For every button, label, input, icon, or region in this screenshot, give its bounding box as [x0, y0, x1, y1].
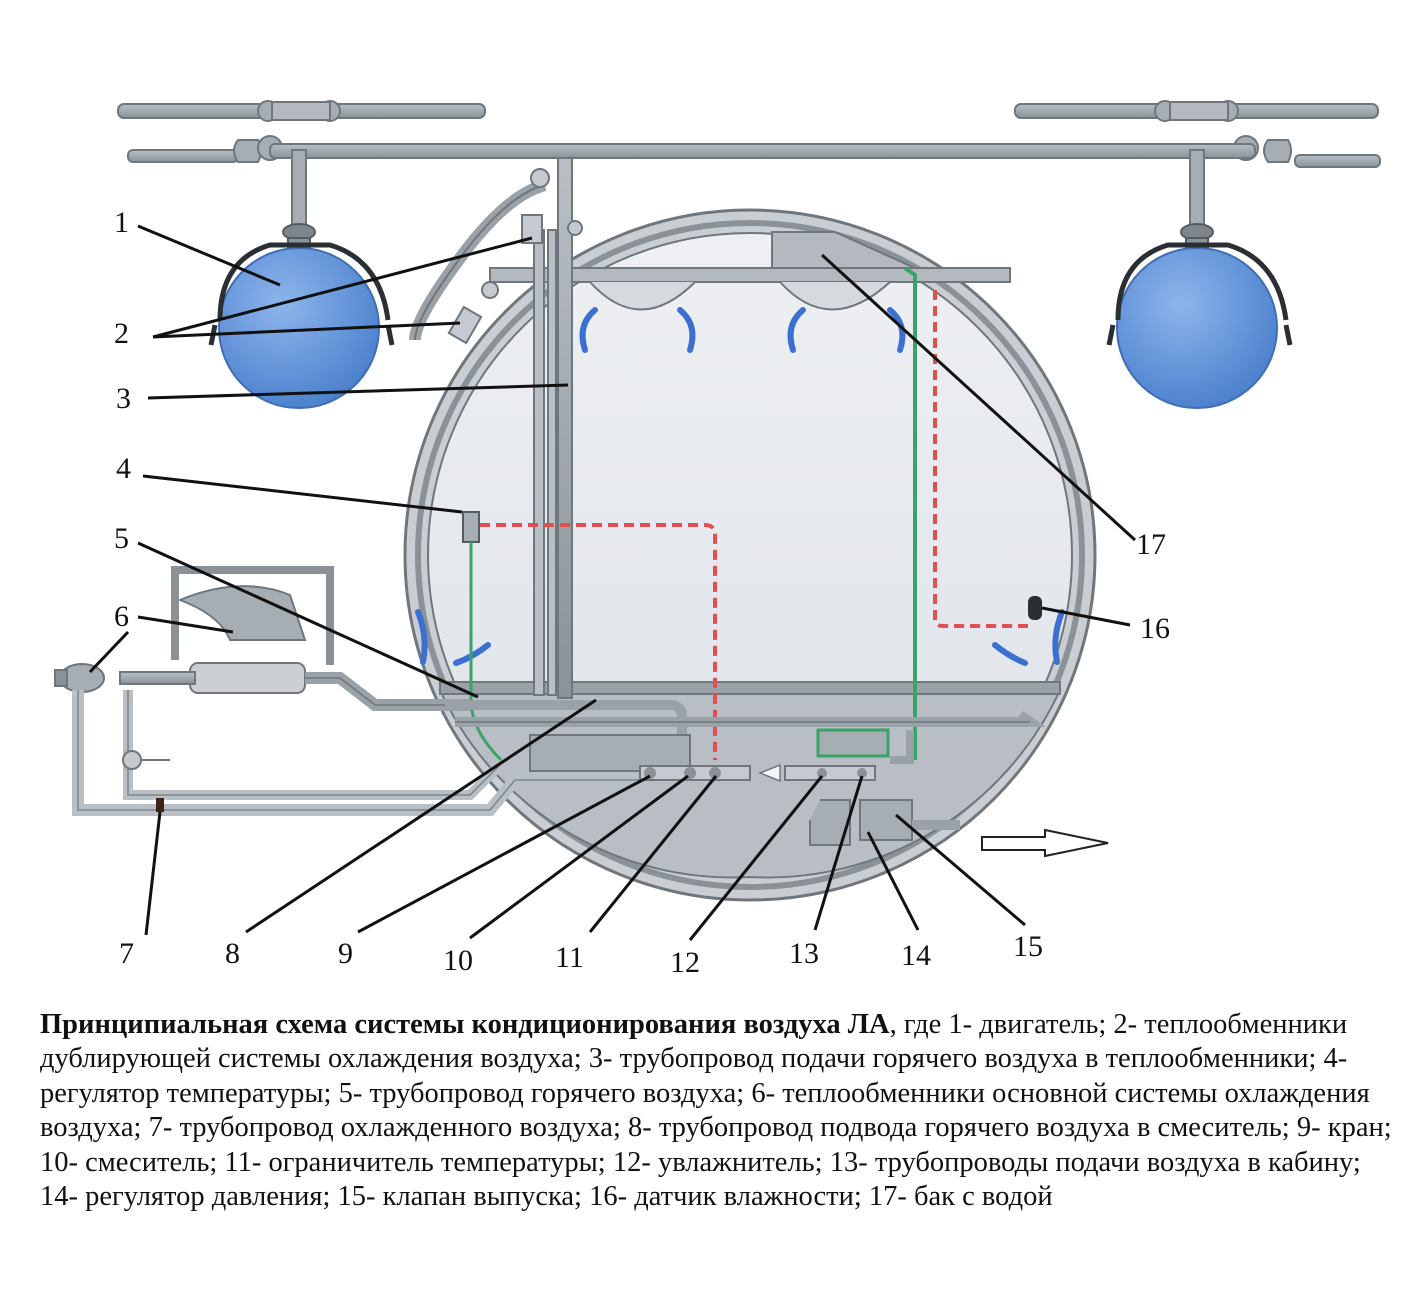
- caption-title: Принципиальная схема системы кондиционир…: [40, 1009, 890, 1040]
- label-16: 16: [1140, 612, 1170, 645]
- hot-signal-line-right: [933, 290, 1028, 628]
- label-10: 10: [443, 944, 473, 977]
- label-1: 1: [114, 206, 129, 239]
- cooled-air-pipe: [72, 690, 645, 816]
- cabin-floor: [439, 681, 1061, 695]
- label-3: 3: [116, 382, 131, 415]
- wing-pipe-right: [1014, 100, 1381, 168]
- label-13: 13: [789, 937, 819, 970]
- temperature-regulator: [462, 511, 480, 543]
- main-heat-exchanger: [119, 566, 470, 711]
- caption-body: , где 1- двигатель; 2- теплообменники ду…: [40, 1009, 1392, 1213]
- engine-pylon-left: [282, 149, 316, 251]
- callout-numbers: 1 2 3 4 5 6 7 8 9 10 11 12 13 14 15 16 1…: [114, 206, 1170, 979]
- ceiling-air-outlets: [589, 281, 891, 311]
- label-8: 8: [225, 937, 240, 970]
- label-9: 9: [338, 937, 353, 970]
- bleed-air-main-pipe: [269, 143, 1256, 159]
- exhaust-arrow: [981, 828, 1109, 858]
- humidity-sensor: [1028, 596, 1042, 620]
- underfloor-units: [529, 728, 914, 783]
- label-4: 4: [116, 452, 131, 485]
- backup-heat-exchangers: [409, 168, 583, 345]
- label-12: 12: [670, 946, 700, 979]
- air-conditioning-diagram: 1 2 3 4 5 6 7 8 9 10 11 12 13 14 15 16 1…: [54, 100, 1381, 979]
- cabin-ceiling: [489, 267, 1011, 283]
- green-supply-line-right: [903, 266, 917, 760]
- label-15: 15: [1013, 930, 1043, 963]
- engine-right: [1106, 242, 1293, 409]
- label-14: 14: [901, 939, 931, 972]
- hot-signal-line-left: [480, 523, 717, 760]
- engine-pylon-right: [1180, 149, 1214, 251]
- label-2: 2: [114, 317, 129, 350]
- mixer-supply-pipe: [445, 700, 1046, 740]
- label-7: 7: [119, 937, 134, 970]
- figure-caption: Принципиальная схема системы кондиционир…: [40, 1008, 1400, 1214]
- label-6: 6: [114, 600, 129, 633]
- leader-lines: [88, 224, 1137, 941]
- intake-valve: [54, 663, 105, 693]
- water-tank: [771, 231, 916, 269]
- label-17: 17: [1136, 528, 1166, 561]
- label-5: 5: [114, 522, 129, 555]
- label-11: 11: [555, 941, 584, 974]
